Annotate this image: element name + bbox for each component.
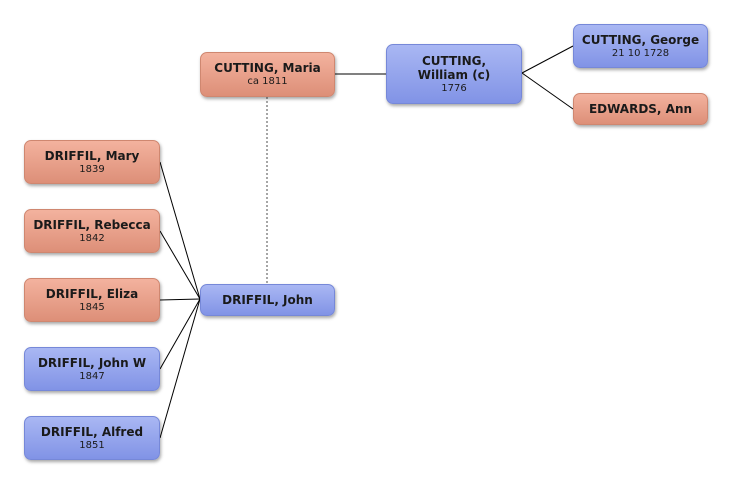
child-link-mary [159, 161, 201, 300]
person-name: DRIFFIL, Mary [44, 148, 140, 163]
person-name: CUTTING, William (c) [417, 53, 491, 82]
person-name: DRIFFIL, Alfred [40, 424, 144, 439]
person-rebecca-driffil[interactable]: DRIFFIL, Rebecca 1842 [24, 209, 160, 253]
person-name: DRIFFIL, Eliza [45, 286, 139, 301]
child-link-rebecca [159, 230, 201, 300]
person-ann-edwards[interactable]: EDWARDS, Ann [573, 93, 708, 125]
person-name: DRIFFIL, John [222, 293, 313, 307]
person-date: 1776 [441, 82, 467, 94]
person-name: EDWARDS, Ann [588, 102, 693, 116]
person-eliza-driffil[interactable]: DRIFFIL, Eliza 1845 [24, 278, 160, 322]
child-link-johnw [159, 298, 201, 370]
person-william-cutting[interactable]: CUTTING, William (c) 1776 [386, 44, 522, 104]
person-name: CUTTING, George [581, 32, 700, 47]
person-date: 1845 [79, 301, 105, 313]
person-john-driffil[interactable]: DRIFFIL, John [200, 284, 335, 316]
person-maria-cutting[interactable]: CUTTING, Maria ca 1811 [200, 52, 335, 97]
parent-link-william-ann [521, 72, 574, 110]
person-name: CUTTING, Maria [214, 61, 321, 75]
person-george-cutting[interactable]: CUTTING, George 21 10 1728 [573, 24, 708, 68]
person-name: DRIFFIL, John W [37, 355, 147, 370]
person-alfred-driffil[interactable]: DRIFFIL, Alfred 1851 [24, 416, 160, 460]
person-mary-driffil[interactable]: DRIFFIL, Mary 1839 [24, 140, 160, 184]
person-date: 1839 [79, 163, 105, 175]
person-date: 1851 [79, 439, 105, 451]
person-name: DRIFFIL, Rebecca [33, 217, 151, 232]
parent-link-william-george [521, 45, 574, 74]
person-date: 1842 [79, 232, 105, 244]
person-date: 1847 [79, 370, 105, 382]
person-johnw-driffil[interactable]: DRIFFIL, John W 1847 [24, 347, 160, 391]
person-date: 21 10 1728 [611, 47, 670, 59]
person-date: ca 1811 [247, 76, 288, 87]
child-link-alfred [159, 298, 201, 439]
child-link-eliza [159, 298, 201, 301]
